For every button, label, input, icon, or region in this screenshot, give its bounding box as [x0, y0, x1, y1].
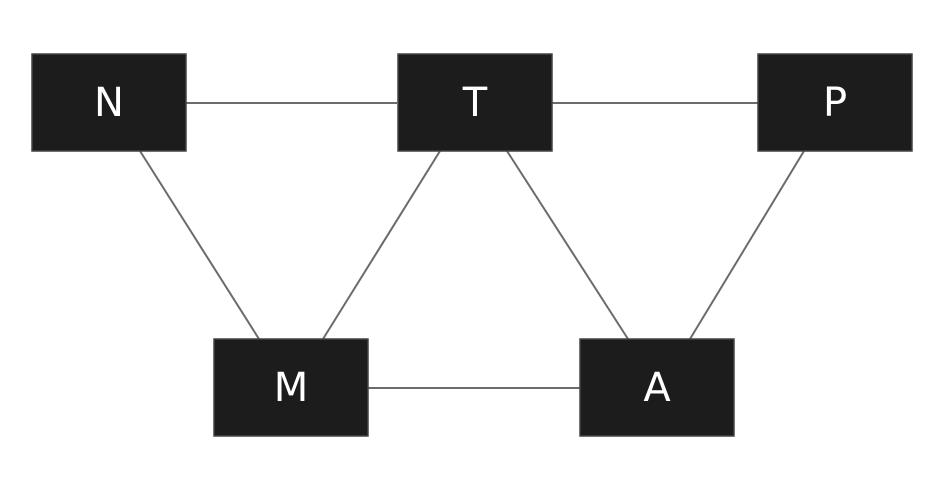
node-a: A: [579, 338, 735, 437]
nodes-layer: N T P M A: [31, 53, 913, 437]
node-p-label: P: [823, 80, 847, 126]
node-p: P: [757, 53, 913, 152]
node-t-label: T: [462, 80, 488, 126]
edge-t-a: [506, 150, 629, 340]
node-n-label: N: [94, 80, 124, 126]
edge-t-m: [322, 150, 441, 340]
node-a-label: A: [643, 365, 671, 411]
node-m-label: M: [274, 365, 309, 411]
node-t: T: [397, 53, 553, 152]
edge-p-a: [689, 150, 805, 340]
node-n: N: [31, 53, 187, 152]
edge-n-m: [139, 150, 260, 340]
edges-layer: [139, 102, 805, 389]
node-m: M: [213, 338, 369, 437]
